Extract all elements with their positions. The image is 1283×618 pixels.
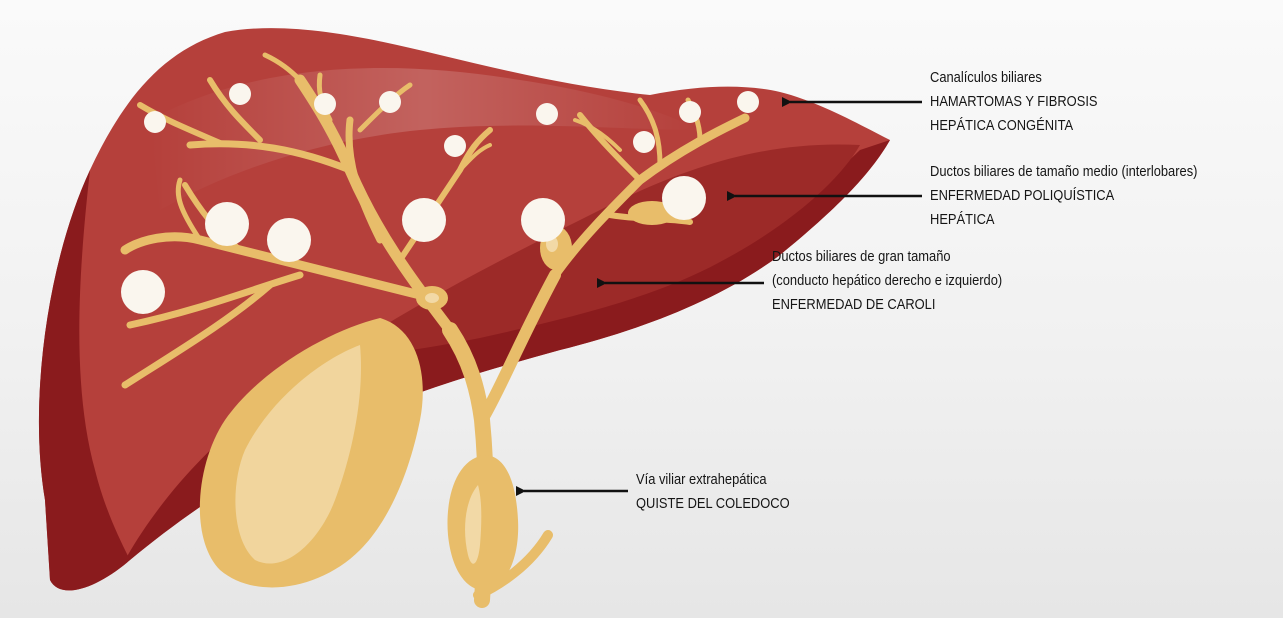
cyst bbox=[737, 91, 759, 113]
cyst bbox=[379, 91, 401, 113]
label-ductos-gran-line3: ENFERMEDAD DE CAROLI bbox=[772, 293, 1002, 317]
label-canaliculos: Canalículos biliares HAMARTOMAS Y FIBROS… bbox=[930, 66, 1098, 138]
cyst bbox=[267, 218, 311, 262]
label-ductos-medio-title: Ductos biliares de tamaño medio (interlo… bbox=[930, 160, 1197, 184]
duct-bulge-center-inner bbox=[425, 293, 439, 303]
cyst bbox=[121, 270, 165, 314]
label-ductos-medio: Ductos biliares de tamaño medio (interlo… bbox=[930, 160, 1197, 232]
cyst bbox=[205, 202, 249, 246]
cyst bbox=[521, 198, 565, 242]
cyst bbox=[314, 93, 336, 115]
label-via-extrahepatica-title: Vía viliar extrahepática bbox=[636, 468, 790, 492]
label-ductos-medio-line2: ENFERMEDAD POLIQUÍSTICA bbox=[930, 184, 1197, 208]
cyst bbox=[536, 103, 558, 125]
label-via-extrahepatica: Vía viliar extrahepática QUISTE DEL COLE… bbox=[636, 468, 790, 516]
label-canaliculos-line2: HAMARTOMAS Y FIBROSIS bbox=[930, 90, 1098, 114]
cyst bbox=[144, 111, 166, 133]
cyst bbox=[633, 131, 655, 153]
choledochal-cyst bbox=[447, 455, 518, 590]
cyst bbox=[402, 198, 446, 242]
cyst bbox=[229, 83, 251, 105]
cyst bbox=[662, 176, 706, 220]
label-ductos-gran-line2: (conducto hepático derecho e izquierdo) bbox=[772, 269, 1002, 293]
label-ductos-medio-line3: HEPÁTICA bbox=[930, 208, 1197, 232]
label-via-extrahepatica-line2: QUISTE DEL COLEDOCO bbox=[636, 492, 790, 516]
label-ductos-gran-title: Ductos biliares de gran tamaño bbox=[772, 245, 1002, 269]
cyst bbox=[444, 135, 466, 157]
cyst bbox=[679, 101, 701, 123]
label-ductos-gran: Ductos biliares de gran tamaño (conducto… bbox=[772, 245, 1002, 317]
label-canaliculos-line3: HEPÁTICA CONGÉNITA bbox=[930, 114, 1098, 138]
label-canaliculos-title: Canalículos biliares bbox=[930, 66, 1098, 90]
